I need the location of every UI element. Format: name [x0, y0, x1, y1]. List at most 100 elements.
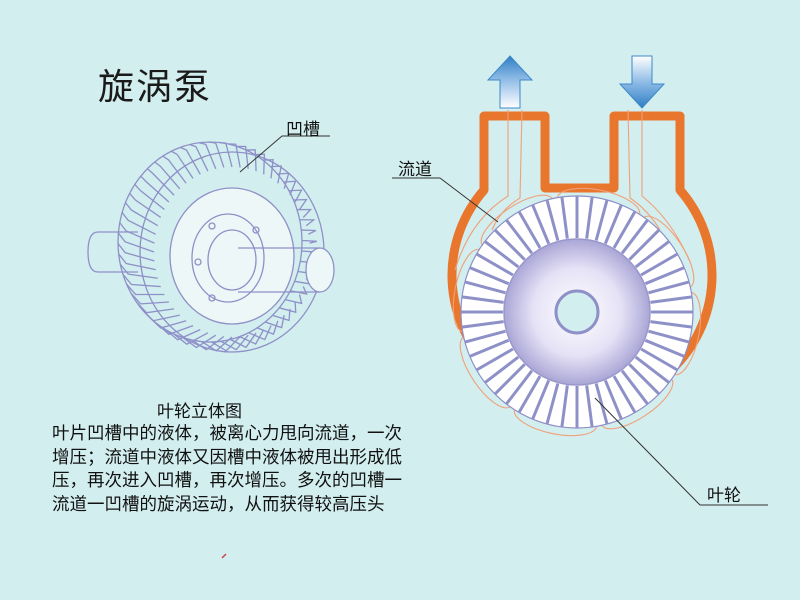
tooth — [126, 283, 165, 296]
blade — [648, 329, 690, 344]
blade — [475, 252, 514, 277]
tooth — [218, 141, 233, 168]
blade — [620, 369, 649, 405]
tooth — [227, 143, 241, 168]
tooth — [220, 334, 249, 351]
wheel-disc — [169, 187, 295, 325]
blade — [650, 320, 693, 329]
tooth — [201, 336, 233, 352]
tooth — [154, 161, 181, 190]
blade — [484, 240, 520, 269]
blade — [517, 375, 542, 414]
blade — [545, 383, 560, 425]
arrow-up-icon — [486, 55, 534, 109]
blade — [493, 228, 526, 261]
page-title: 旋涡泵 — [98, 67, 213, 108]
blade — [603, 204, 623, 245]
blade — [560, 385, 569, 428]
blade — [648, 280, 690, 295]
tooth — [230, 332, 257, 349]
bolt-hole — [208, 294, 216, 302]
tooth — [180, 146, 201, 175]
tooth — [237, 145, 249, 169]
groove-label: 凹槽 — [286, 120, 320, 140]
channel-leader — [439, 177, 499, 223]
shaft-left — [87, 231, 138, 273]
tooth — [134, 183, 165, 211]
tooth — [288, 189, 303, 203]
groove-leader — [239, 135, 283, 173]
tooth — [270, 165, 283, 184]
blade — [634, 240, 670, 269]
tooth — [140, 175, 170, 203]
blade — [464, 280, 506, 295]
hub-inner — [207, 229, 257, 291]
tooth — [119, 263, 158, 279]
blade — [634, 355, 670, 384]
blade — [531, 204, 551, 245]
tooth — [277, 172, 290, 190]
blade — [628, 228, 661, 261]
description-line: 叶片凹槽中的液体，被离心力甩向流道，一次 — [52, 424, 402, 444]
tooth — [117, 232, 155, 253]
description-line: 增压；流道中液体又因槽中液体被甩出形成低 — [52, 447, 402, 468]
tooth — [142, 309, 180, 322]
tooth — [290, 286, 308, 295]
tooth — [162, 155, 187, 184]
tooth — [171, 150, 194, 179]
tooth — [191, 336, 225, 351]
description: 叶片凹槽中的液体，被离心力甩向流道，一次 增压；流道中液体又因槽中液体被甩出形成… — [52, 423, 462, 517]
blade — [594, 199, 609, 241]
tooth — [246, 149, 257, 172]
tooth — [301, 229, 317, 235]
blade — [505, 369, 534, 405]
tooth — [254, 153, 266, 175]
blade — [531, 379, 551, 420]
impeller-teeth — [117, 141, 318, 352]
blade — [464, 329, 506, 344]
shaft-hole — [554, 289, 600, 335]
tooth — [164, 328, 201, 341]
blade — [505, 219, 534, 255]
tooth — [262, 158, 274, 179]
blade — [644, 266, 685, 286]
tooth — [301, 239, 318, 244]
blade — [469, 266, 510, 286]
bolt-hole — [194, 258, 202, 266]
bolt-hole — [208, 222, 216, 230]
shaft-end — [305, 247, 335, 293]
tooth — [118, 253, 156, 271]
tooth — [279, 301, 297, 314]
blade — [650, 295, 693, 304]
blade — [640, 252, 679, 277]
tooth — [149, 316, 187, 329]
impeller-3d-caption: 叶轮立体图 — [157, 402, 242, 422]
blade — [644, 338, 685, 358]
blade — [461, 320, 504, 329]
blade — [628, 363, 661, 396]
blade — [461, 295, 504, 304]
tooth — [119, 222, 155, 244]
tooth — [211, 336, 241, 352]
hub-flange — [191, 213, 265, 303]
tooth — [198, 142, 217, 170]
tooth — [121, 212, 156, 235]
tooth — [272, 308, 291, 322]
tooth — [297, 208, 313, 218]
tooth — [129, 192, 162, 218]
tooth — [189, 143, 209, 172]
blade — [585, 385, 594, 428]
tooth — [130, 292, 169, 305]
tooth — [299, 219, 316, 227]
arrow-down-icon — [618, 55, 666, 109]
tooth — [147, 168, 175, 196]
bolt-hole — [252, 226, 260, 234]
tooth — [285, 294, 303, 305]
blade — [493, 363, 526, 396]
tooth — [124, 202, 159, 227]
blade — [594, 383, 609, 425]
tooth — [122, 273, 161, 288]
description-line: 压，再次进入凹槽，再次增压。多次的凹槽一 — [52, 471, 402, 491]
blade — [585, 196, 594, 239]
blade — [620, 219, 649, 255]
